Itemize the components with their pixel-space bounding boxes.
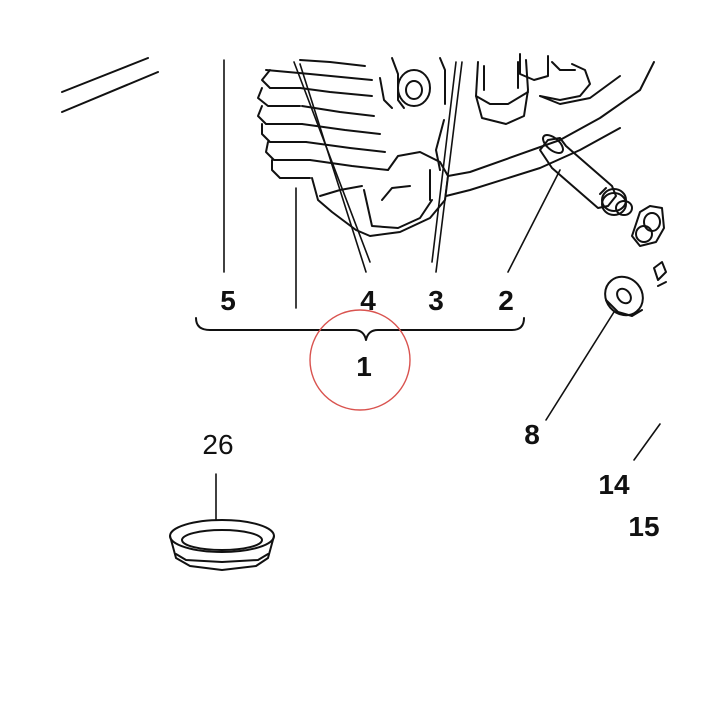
label-part-5: 5 xyxy=(220,285,236,316)
label-part-3: 3 xyxy=(428,285,444,316)
cylinder-head-drawing xyxy=(257,53,655,237)
label-part-15: 15 xyxy=(628,511,659,542)
hatch-lines xyxy=(61,57,159,113)
group-brace xyxy=(195,317,525,341)
valve-guide-drawing xyxy=(539,134,633,216)
label-part-14: 14 xyxy=(598,469,630,500)
washer-drawing xyxy=(604,261,667,317)
label-part-1: 1 xyxy=(356,351,372,382)
leader-lines xyxy=(215,59,661,521)
valve-seal-drawing xyxy=(631,205,665,247)
highlight-circle xyxy=(309,309,411,411)
cap-drawing xyxy=(169,519,275,571)
label-part-2: 2 xyxy=(498,285,514,316)
label-part-26: 26 xyxy=(202,429,233,460)
label-part-4: 4 xyxy=(360,285,376,316)
label-part-8: 8 xyxy=(524,419,540,450)
